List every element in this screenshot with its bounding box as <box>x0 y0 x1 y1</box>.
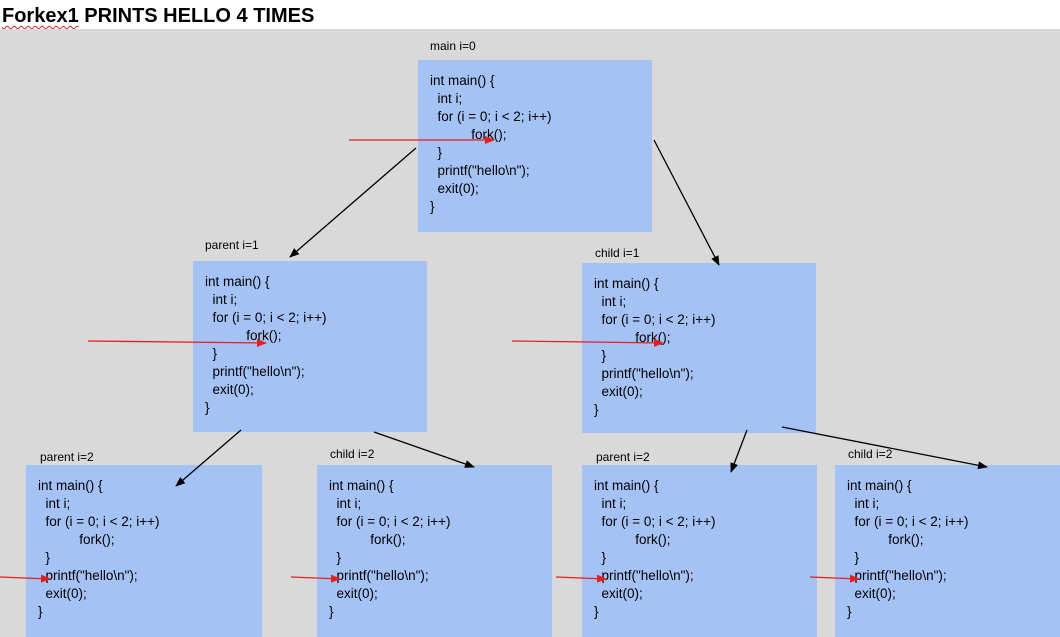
code-line-1: int main() { <box>205 274 270 289</box>
code-line-3: for (i = 0; i < 2; i++) <box>594 514 716 529</box>
code-line-6: printf("hello\n"); <box>205 364 305 379</box>
code-line-6: printf("hello\n"); <box>847 568 947 583</box>
code-line-1: int main() { <box>847 478 912 493</box>
code-line-1: int main() { <box>430 73 495 88</box>
code-line-3: for (i = 0; i < 2; i++) <box>329 514 451 529</box>
code-box-child-i2-left: int main() { int i; for (i = 0; i < 2; i… <box>317 465 552 637</box>
code-line-5: } <box>847 550 860 565</box>
code-line-6: printf("hello\n"); <box>430 163 530 178</box>
code-box-parent-i1: int main() { int i; for (i = 0; i < 2; i… <box>193 261 427 432</box>
node-label-child-i2-left: child i=2 <box>330 447 375 461</box>
node-label-parent-i2-right: parent i=2 <box>596 450 650 464</box>
code-line-7: exit(0); <box>594 384 643 399</box>
code-line-5: } <box>205 346 218 361</box>
code-line-4: fork(); <box>430 127 507 142</box>
code-line-4: fork(); <box>594 330 671 345</box>
code-box-main: int main() { int i; for (i = 0; i < 2; i… <box>418 60 652 232</box>
code-line-2: int i; <box>594 294 627 309</box>
code-line-6: printf("hello\n"); <box>594 568 694 583</box>
code-line-1: int main() { <box>594 276 659 291</box>
code-line-8: } <box>38 604 43 619</box>
code-line-8: } <box>594 402 599 417</box>
title-program-name: Forkex1 <box>2 5 79 27</box>
code-line-7: exit(0); <box>329 586 378 601</box>
code-line-3: for (i = 0; i < 2; i++) <box>594 312 716 327</box>
code-line-2: int i; <box>329 496 362 511</box>
code-line-2: int i; <box>847 496 880 511</box>
node-label-child-i2-right: child i=2 <box>848 447 893 461</box>
code-line-5: } <box>329 550 342 565</box>
code-line-8: } <box>329 604 334 619</box>
node-label-parent-i2-left: parent i=2 <box>40 450 94 464</box>
code-line-2: int i; <box>38 496 71 511</box>
code-box-parent-i2-left: int main() { int i; for (i = 0; i < 2; i… <box>26 465 262 637</box>
code-line-4: fork(); <box>38 532 115 547</box>
code-line-5: } <box>594 348 607 363</box>
code-line-5: } <box>594 550 607 565</box>
code-line-2: int i; <box>430 91 463 106</box>
code-line-3: for (i = 0; i < 2; i++) <box>38 514 160 529</box>
code-line-7: exit(0); <box>594 586 643 601</box>
code-line-7: exit(0); <box>430 181 479 196</box>
code-line-4: fork(); <box>205 328 282 343</box>
code-line-8: } <box>205 400 210 415</box>
code-box-parent-i2-right: int main() { int i; for (i = 0; i < 2; i… <box>582 465 817 637</box>
title-text: PRINTS HELLO 4 TIMES <box>84 5 315 27</box>
slide-title: Forkex1 PRINTS HELLO 4 TIMES <box>2 4 314 28</box>
code-line-1: int main() { <box>329 478 394 493</box>
code-line-7: exit(0); <box>205 382 254 397</box>
code-line-3: for (i = 0; i < 2; i++) <box>430 109 552 124</box>
code-line-2: int i; <box>205 292 238 307</box>
code-line-7: exit(0); <box>847 586 896 601</box>
code-line-8: } <box>594 604 599 619</box>
code-line-6: printf("hello\n"); <box>38 568 138 583</box>
code-line-7: exit(0); <box>38 586 87 601</box>
node-label-child-i1: child i=1 <box>595 246 640 260</box>
code-line-2: int i; <box>594 496 627 511</box>
code-line-1: int main() { <box>38 478 103 493</box>
code-line-3: for (i = 0; i < 2; i++) <box>205 310 327 325</box>
code-line-3: for (i = 0; i < 2; i++) <box>847 514 969 529</box>
code-line-5: } <box>38 550 51 565</box>
code-line-4: fork(); <box>594 532 671 547</box>
code-box-child-i2-right: int main() { int i; for (i = 0; i < 2; i… <box>835 465 1060 637</box>
code-line-8: } <box>847 604 852 619</box>
code-line-4: fork(); <box>847 532 924 547</box>
code-line-5: } <box>430 145 443 160</box>
code-box-child-i1: int main() { int i; for (i = 0; i < 2; i… <box>582 263 816 433</box>
code-line-1: int main() { <box>594 478 659 493</box>
code-line-6: printf("hello\n"); <box>329 568 429 583</box>
code-line-4: fork(); <box>329 532 406 547</box>
code-line-8: } <box>430 199 435 214</box>
node-label-parent-i1: parent i=1 <box>205 238 259 252</box>
code-line-6: printf("hello\n"); <box>594 366 694 381</box>
node-label-main: main i=0 <box>430 39 476 53</box>
